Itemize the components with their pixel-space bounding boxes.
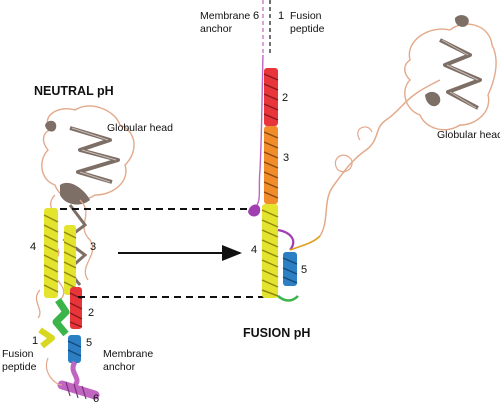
neutral-helix-3 xyxy=(63,225,77,295)
fusion-structure: Globular head 6 1 2 3 4 5 Membrane ancho… xyxy=(200,0,500,340)
neutral-globular-head xyxy=(41,105,135,205)
neutral-fusion-peptide-helix xyxy=(38,327,55,349)
fusion-ph-title: FUSION pH xyxy=(243,326,310,340)
neutral-seg-3-number: 3 xyxy=(90,241,96,253)
fusion-helix-2 xyxy=(263,68,279,126)
fusion-green-tail xyxy=(277,295,299,302)
fusion-peptide-label-2: peptide xyxy=(290,23,325,35)
fusion-membrane-anchor-label-1: Membrane xyxy=(200,10,250,22)
neutral-seg-2-number: 2 xyxy=(88,307,94,319)
fusion-seg-2-number: 2 xyxy=(282,92,288,104)
fusion-helix-4 xyxy=(261,204,279,298)
fusion-seg-6-number: 6 xyxy=(253,10,259,22)
neutral-helix-4 xyxy=(43,208,59,298)
fusion-seg-5-number: 5 xyxy=(301,264,307,276)
fusion-membrane-anchor-label-2: anchor xyxy=(200,23,233,35)
neutral-seg-1-number: 1 xyxy=(32,335,38,347)
neutral-green-segment xyxy=(52,298,70,337)
neutral-ph-title: NEUTRAL pH xyxy=(34,84,114,98)
neutral-seg-6-number: 6 xyxy=(93,393,99,405)
neutral-membrane-anchor-label-2: anchor xyxy=(103,361,136,373)
neutral-globular-head-label: Globular head xyxy=(107,122,173,134)
fusion-seg-4-number: 4 xyxy=(251,244,257,256)
neutral-fusion-peptide-label-1: Fusion xyxy=(2,348,34,360)
fusion-magenta-loop xyxy=(248,204,261,217)
fusion-helix-5 xyxy=(282,252,298,286)
neutral-helix-6 xyxy=(45,357,100,400)
fusion-seg-1-number: 1 xyxy=(278,10,284,22)
fusion-seg-3-number: 3 xyxy=(283,152,289,164)
neutral-membrane-anchor-label-1: Membrane xyxy=(103,348,153,360)
fusion-globular-head xyxy=(404,15,497,131)
fusion-helix-3 xyxy=(263,126,279,204)
neutral-structure: NEUTRAL pH Globular head xyxy=(2,84,173,405)
neutral-fusion-peptide-label-2: peptide xyxy=(2,361,37,373)
fusion-linker-loop xyxy=(319,79,441,237)
neutral-seg-5-number: 5 xyxy=(86,337,92,349)
neutral-helix-5 xyxy=(67,335,82,363)
neutral-seg-4-number: 4 xyxy=(30,241,36,253)
neutral-helix-2 xyxy=(69,287,83,329)
fusion-globular-head-label: Globular head xyxy=(437,129,500,141)
fusion-peptide-label-1: Fusion xyxy=(290,10,322,22)
